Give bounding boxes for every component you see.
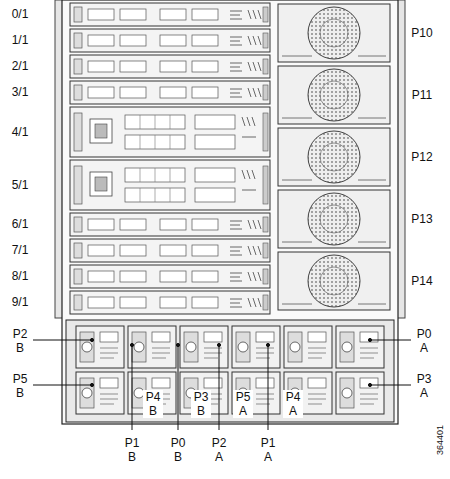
power-label: P1 A [259,436,277,464]
power-label: P2 A [210,436,228,464]
power-label: P4 B [143,390,163,418]
fan-label: P11 [412,88,432,102]
slot-label: 9/1 [12,295,29,309]
slot-label: 1/1 [12,33,29,47]
power-label: P5 A [233,390,253,418]
power-label: P5 B [11,372,29,400]
power-label: P2 B [11,327,29,355]
power-label: P1 B [123,436,141,464]
slot-label: 2/1 [12,59,29,73]
slot-label: 0/1 [12,7,29,21]
fan-label: P12 [411,150,432,164]
slot-label: 6/1 [12,217,29,231]
figure-number: 364401 [433,425,447,455]
slot-label: 4/1 [12,125,29,139]
fan-label: P14 [411,274,432,288]
slot-label: 3/1 [12,85,29,99]
power-label: P3 A [415,372,433,400]
power-label: P3 B [191,390,211,418]
fan-label: P13 [411,212,432,226]
leader-lines [33,338,411,430]
slot-label: 7/1 [12,243,29,257]
fan-label: P10 [411,26,432,40]
power-label: P0 B [169,436,187,464]
power-label: P4 A [283,390,303,418]
slot-label: 8/1 [12,269,29,283]
power-label: P0 A [415,327,433,355]
slot-label: 5/1 [12,178,29,192]
